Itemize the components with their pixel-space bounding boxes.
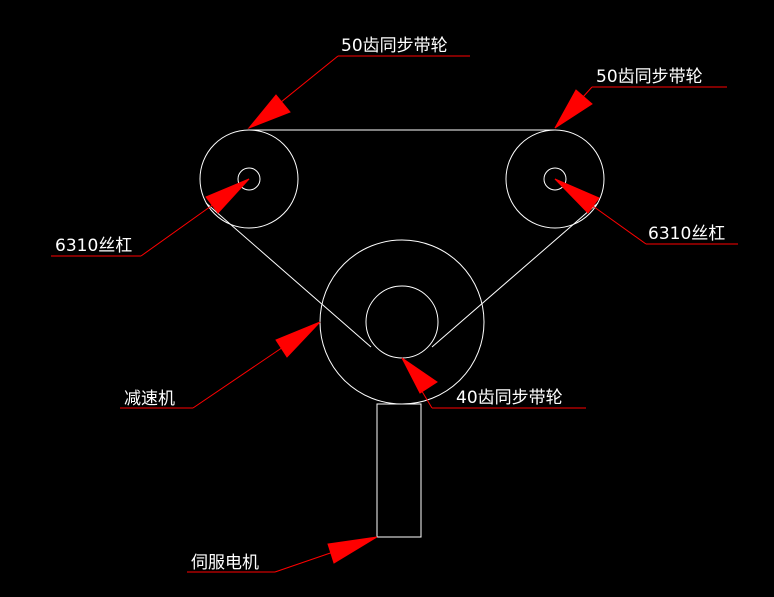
leader-pulley-top-right bbox=[554, 86, 727, 129]
label-pulley-bottom: 40齿同步带轮 bbox=[456, 388, 563, 408]
belt-right bbox=[431, 202, 599, 348]
left-screw-hole bbox=[237, 167, 261, 191]
label-pulley-top-left: 50齿同步带轮 bbox=[341, 36, 448, 56]
servo-motor-body bbox=[376, 403, 422, 538]
label-servo-motor: 伺服电机 bbox=[191, 553, 259, 573]
label-reducer: 减速机 bbox=[124, 389, 175, 409]
label-pulley-top-right: 50齿同步带轮 bbox=[596, 67, 703, 87]
reducer-outer bbox=[319, 239, 485, 405]
bottom-pulley bbox=[365, 285, 439, 359]
label-screw-right: 6310丝杠 bbox=[648, 224, 725, 244]
leader-reducer bbox=[120, 321, 321, 409]
leader-screw-left bbox=[51, 178, 250, 257]
belt-left bbox=[205, 202, 372, 348]
right-screw-hole bbox=[543, 167, 567, 191]
leader-screw-right bbox=[554, 178, 738, 245]
label-screw-left: 6310丝杠 bbox=[55, 236, 132, 256]
leader-servo-motor bbox=[187, 536, 378, 573]
leader-pulley-top-left bbox=[247, 55, 470, 130]
leader-pulley-bottom bbox=[401, 357, 586, 409]
